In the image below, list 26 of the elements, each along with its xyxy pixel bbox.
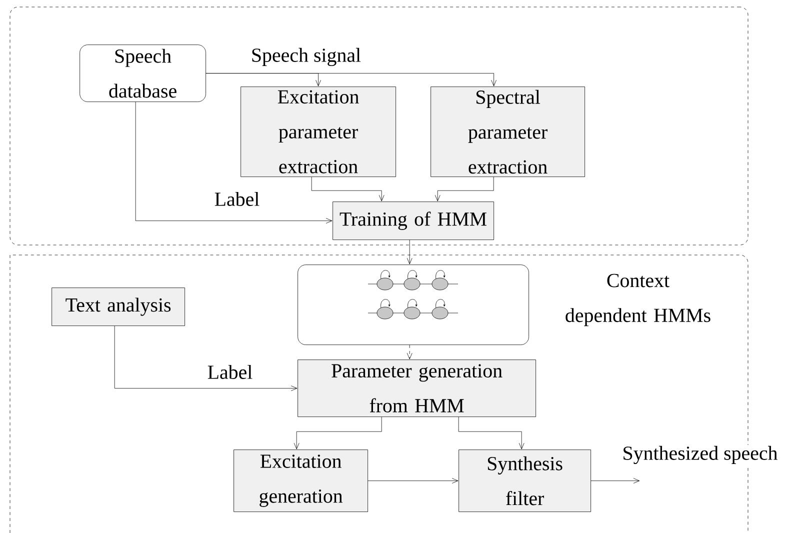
arrow <box>406 344 412 360</box>
rounded-box: Speech database <box>80 44 206 102</box>
process-box: Excitation parameter extraction <box>240 86 396 177</box>
arrow <box>294 416 382 450</box>
arrow <box>458 416 524 450</box>
arrow <box>114 326 298 391</box>
edge-label: Label <box>206 364 254 380</box>
edge-label: Synthesized speech <box>621 444 779 466</box>
process-box: Training of HMM <box>332 202 494 240</box>
process-box: Parameter generation from HMM <box>298 360 536 417</box>
rounded-box <box>298 264 529 345</box>
training-panel <box>10 6 748 246</box>
arrow <box>434 176 494 202</box>
arrow <box>135 102 332 224</box>
process-box: Synthesis filter <box>458 450 591 512</box>
process-box: Spectral parameter extraction <box>430 86 585 177</box>
arrow <box>590 478 640 484</box>
process-box: Excitation generation <box>234 450 368 512</box>
edge-label: Speech signal <box>250 46 362 68</box>
arrow <box>206 73 496 86</box>
arrow <box>368 478 458 484</box>
node-label: Context dependent HMMs <box>566 274 710 326</box>
edge-label: Label <box>213 190 261 207</box>
arrow <box>406 240 412 264</box>
arrow <box>311 176 384 202</box>
process-box: Text analysis <box>52 288 185 326</box>
